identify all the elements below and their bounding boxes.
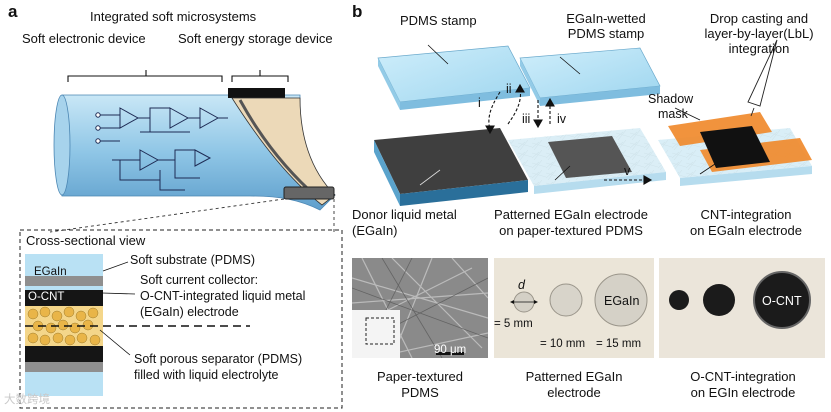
ocnt-integration-photo <box>659 258 825 358</box>
photo2-caption-line1: Patterned EGaIn <box>525 369 623 384</box>
step-v-label: v <box>624 164 631 178</box>
cnt-integration-line1: CNT-integration <box>700 207 792 222</box>
diameter-5mm: = 5 mm <box>494 318 533 330</box>
shadow-mask-line2: mask <box>658 107 688 121</box>
photo2-caption-line2: electrode <box>547 385 601 400</box>
donor-metal-line2: (EGaIn) <box>352 223 398 238</box>
current-collector-line3: (EGaIn) electrode <box>140 305 239 319</box>
soft-energy-storage-label: Soft energy storage device <box>178 31 333 46</box>
step-iv-label: iv <box>557 112 567 126</box>
patterned-electrode-line1: Patterned EGaIn electrode <box>494 207 648 222</box>
ocnt-disks <box>659 258 825 358</box>
fiber-texture <box>352 258 488 358</box>
diameter-symbol: d <box>518 278 525 292</box>
soft-substrate-label: Soft substrate (PDMS) <box>130 253 256 267</box>
scale-bar-label: 90 μm <box>434 344 467 356</box>
wetted-stamp-line2: PDMS stamp <box>567 26 645 41</box>
paper-textured-pdms-photo <box>352 258 488 358</box>
cross-section-title: Cross-sectional view <box>26 233 146 248</box>
current-collector-line2: O-CNT-integrated liquid metal <box>140 289 306 303</box>
cnt-integration-graphic <box>658 39 812 186</box>
photo1-caption-line1: Paper-textured <box>377 369 463 384</box>
diameter-15mm: = 15 mm <box>596 338 642 350</box>
diameter-10mm: = 10 mm <box>540 338 586 350</box>
circuit-schematic <box>95 107 228 191</box>
panel-a-title: Integrated soft microsystems <box>90 9 257 24</box>
patterned-electrode-graphic <box>508 128 666 194</box>
drop-casting-line1: Drop casting and <box>709 11 809 26</box>
ocnt-photo-tag: O-CNT <box>762 294 802 308</box>
panel-a-label: a <box>8 2 18 21</box>
separator-line1: Soft porous separator (PDMS) <box>134 352 303 366</box>
pdms-stamp-graphic <box>377 44 531 110</box>
panel-b-label: b <box>352 2 363 21</box>
egain-photo-tag: EGaIn <box>604 294 640 308</box>
soft-electronic-device-label: Soft electronic device <box>22 31 146 46</box>
pdms-stamp-label: PDMS stamp <box>400 13 477 28</box>
cross-section-stack <box>25 254 250 396</box>
drop-casting-line2: layer-by-layer(LbL) <box>704 26 814 41</box>
layer-ocnt-label: O-CNT <box>28 291 65 303</box>
layer-egain-label: EGaIn <box>34 266 67 278</box>
patterned-electrode-line2: on paper-textured PDMS <box>499 223 643 238</box>
step-iii-label: iii <box>522 112 531 126</box>
donor-metal-line1: Donor liquid metal <box>352 207 457 222</box>
drop-casting-line3: integration <box>728 41 790 56</box>
shadow-mask-line1: Shadow <box>648 92 694 106</box>
wetted-stamp-line1: EGaIn-wetted <box>566 11 646 26</box>
step-ii-label: ii <box>506 82 512 96</box>
donor-metal-graphic <box>374 128 528 206</box>
cnt-integration-line2: on EGaIn electrode <box>689 223 803 238</box>
wetted-stamp-graphic <box>519 47 661 106</box>
photo3-caption-line1: O-CNT-integration <box>690 369 796 384</box>
photo1-caption-line2: PDMS <box>401 385 439 400</box>
current-collector-line1: Soft current collector: <box>140 273 259 287</box>
photo3-caption-line2: on EGIn electrode <box>690 385 796 400</box>
soft-device-illustration <box>49 70 336 233</box>
patterned-egain-photo <box>494 258 654 358</box>
watermark: 大数跨境 <box>4 394 50 406</box>
process-arrows <box>485 83 653 185</box>
separator-line2: filled with liquid electrolyte <box>134 368 279 382</box>
cross-section-frame <box>19 229 343 409</box>
egain-disks <box>494 258 654 358</box>
step-i-label: i <box>478 96 481 110</box>
